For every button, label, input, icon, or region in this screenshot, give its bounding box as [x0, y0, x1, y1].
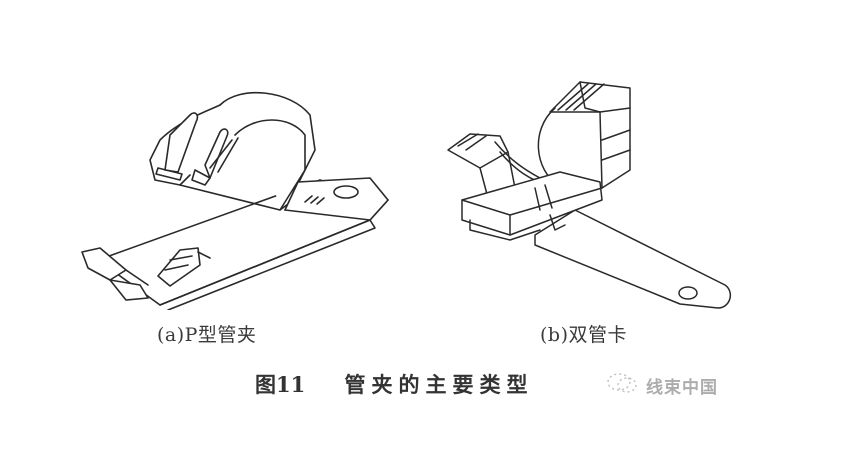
- figure-number: 图11: [255, 372, 306, 397]
- panel-a-caption: (a)P型管夹: [157, 324, 257, 346]
- double-pipe-clip-drawing: [440, 70, 750, 315]
- p-type-clamp-drawing: [70, 60, 410, 310]
- figure-caption: 图11 管夹的主要类型: [255, 369, 534, 399]
- wechat-logo-icon: [606, 372, 638, 398]
- watermark-text: 线束中国: [646, 377, 718, 398]
- figure-title: 管夹的主要类型: [344, 372, 534, 397]
- watermark: 线束中国: [606, 372, 718, 398]
- panel-b-caption: (b)双管卡: [540, 324, 627, 346]
